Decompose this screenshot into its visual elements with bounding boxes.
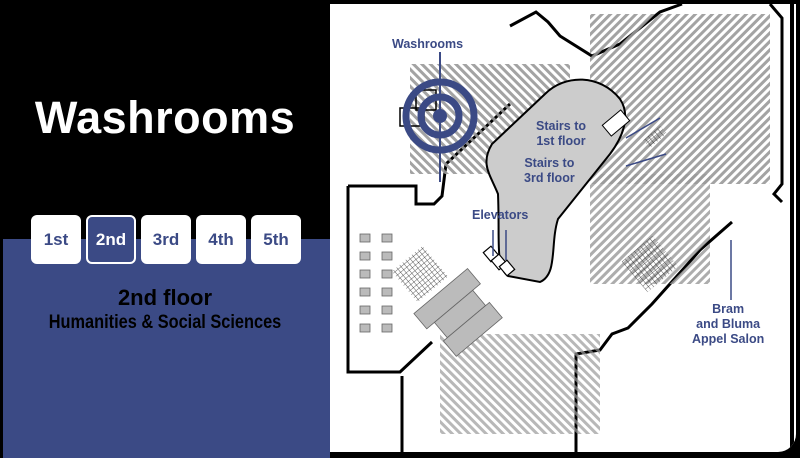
stairs-to-3rd-label: Stairs to 3rd floor — [524, 156, 575, 186]
floor-subtitle: Humanities & Social Sciences — [48, 312, 282, 333]
floor-plan-drawing — [346, 4, 794, 452]
floor-tab-2nd[interactable]: 2nd — [86, 215, 136, 264]
washrooms-label: Washrooms — [392, 37, 464, 51]
appel-salon-label: Bram and Bluma Appel Salon — [692, 302, 764, 347]
stairs-to-1st-label: Stairs to 1st floor — [536, 119, 586, 149]
stairs-to-1st-line1: Stairs to — [536, 119, 587, 133]
elevators-label: Elevators — [472, 208, 529, 222]
page-title: Washrooms — [34, 92, 296, 143]
floor-tab-1st[interactable]: 1st — [31, 215, 81, 264]
floor-plan-map[interactable]: Washrooms Stairs to 1st floor Stairs to … — [330, 4, 796, 452]
floor-tab-5th[interactable]: 5th — [251, 215, 301, 264]
stairs-to-1st-line2: 1st floor — [536, 134, 586, 148]
floor-tab-4th[interactable]: 4th — [196, 215, 246, 264]
salon-line2: and Bluma — [696, 317, 761, 331]
floor-tab-3rd[interactable]: 3rd — [141, 215, 191, 264]
info-panel: Washrooms 1st 2nd 3rd 4th 5th 2nd floor … — [0, 0, 330, 458]
salon-line3: Appel Salon — [692, 332, 765, 346]
floor-info-band — [3, 239, 330, 458]
target-icon — [402, 52, 478, 182]
floor-name: 2nd floor — [117, 285, 213, 310]
floor-selector: 1st 2nd 3rd 4th 5th — [31, 215, 301, 264]
stairs-to-3rd-line1: Stairs to — [524, 156, 575, 170]
salon-line1: Bram — [712, 302, 745, 316]
stairs-to-3rd-line2: 3rd floor — [524, 171, 575, 185]
